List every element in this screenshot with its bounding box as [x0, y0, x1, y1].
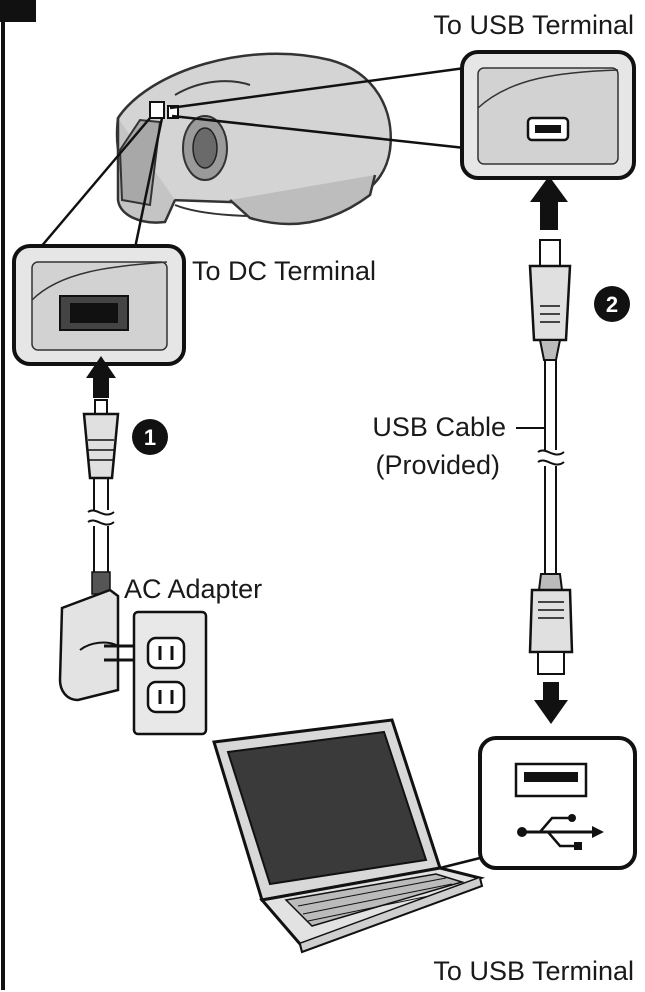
laptop-illustration [212, 718, 486, 954]
wall-outlet-illustration [132, 610, 208, 736]
usb-terminal-panel-computer [478, 736, 637, 870]
usb-cable-label: USB Cable [372, 412, 506, 442]
usb-zoom-lines [169, 66, 466, 150]
corner-marker [0, 0, 36, 990]
step-1-badge: 1 [132, 419, 168, 455]
dc-insert-arrow [86, 356, 116, 398]
dc-plug [82, 399, 120, 595]
step-2-badge: 2 [594, 286, 630, 322]
usb-cable-provided-label: (Provided) [375, 450, 500, 480]
usb-cable [528, 239, 574, 675]
usb-insert-arrow-camera [530, 176, 568, 230]
step-2-number: 2 [606, 292, 618, 317]
ac-adapter-label: AC Adapter [124, 574, 262, 604]
usb-terminal-label-bottom: To USB Terminal [433, 956, 634, 986]
dc-zoom-lines [39, 117, 164, 249]
usb-terminal-panel-camera [460, 50, 636, 180]
dc-terminal-panel [12, 244, 186, 366]
ac-adapter-illustration [58, 588, 150, 702]
step-1-number: 1 [144, 425, 156, 450]
usb-terminal-label-top: To USB Terminal [433, 10, 634, 40]
dc-terminal-label: To DC Terminal [192, 256, 376, 286]
usb-insert-arrow-computer [534, 682, 568, 724]
